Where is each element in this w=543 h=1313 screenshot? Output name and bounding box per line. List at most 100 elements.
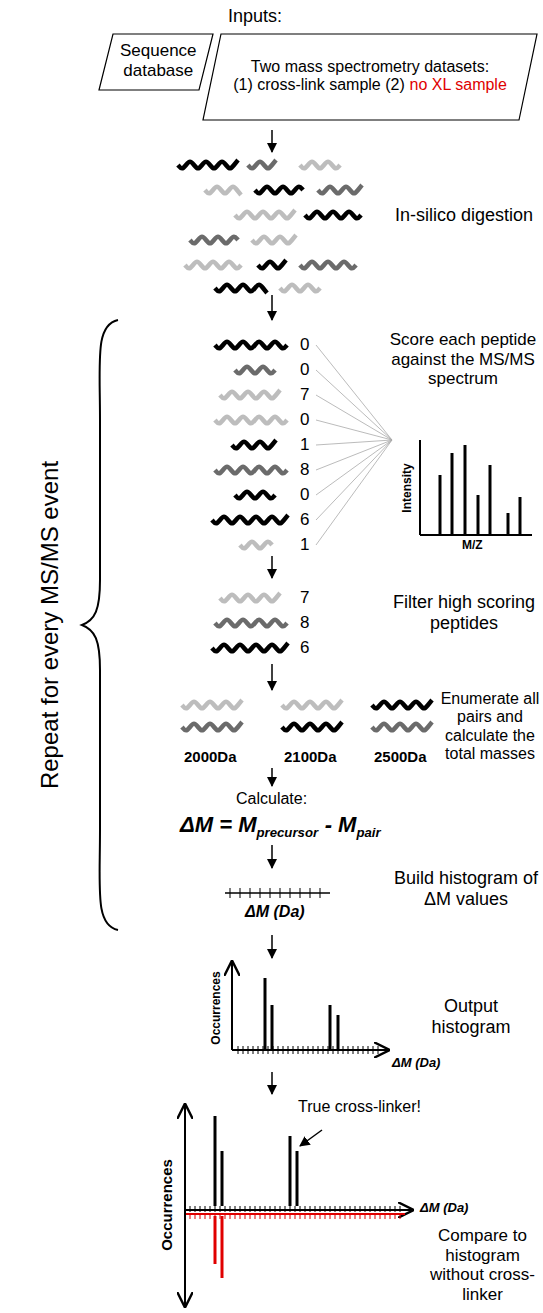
y-axis — [184, 1105, 186, 1210]
step-label: 0 — [300, 360, 309, 380]
axis-tick — [230, 1206, 231, 1212]
score-link — [316, 420, 392, 440]
peptide — [300, 162, 340, 169]
axis-tick — [235, 1206, 236, 1212]
score-link — [316, 440, 392, 470]
peptide — [182, 722, 242, 730]
peptide — [282, 700, 342, 708]
axis-tick — [400, 1206, 401, 1212]
axis-tick — [325, 1206, 326, 1212]
node-text: no XL sample — [410, 76, 507, 94]
flow-arrow — [271, 1072, 273, 1094]
peptide — [318, 185, 362, 193]
axis-tick — [300, 888, 301, 898]
axis-tick — [278, 1046, 279, 1054]
axis-tick — [375, 1206, 376, 1212]
step-label: In-silico digestion — [388, 205, 540, 226]
step-label: 0 — [300, 485, 309, 505]
peptide — [305, 212, 361, 219]
step-label: 0 — [300, 335, 309, 355]
histogram-bar — [221, 1151, 224, 1206]
axis-tick — [373, 1046, 374, 1054]
peptide — [215, 620, 287, 627]
axis-tick — [345, 1206, 346, 1212]
axis-tick — [250, 1206, 251, 1212]
peptide — [282, 722, 342, 730]
peptide — [212, 643, 288, 651]
axis-tick — [315, 1206, 316, 1212]
axis-tick — [305, 1206, 306, 1212]
axis-tick — [285, 1206, 286, 1212]
step-label: 7 — [300, 385, 309, 405]
axis-tick — [368, 1046, 369, 1054]
step-label: Score each peptide against the MS/MS spe… — [386, 330, 540, 389]
axis-tick — [263, 1046, 264, 1054]
axis-tick — [200, 1206, 201, 1212]
step-label: 6 — [300, 510, 309, 530]
axis-tick — [360, 1206, 361, 1212]
step-label: 6 — [300, 638, 309, 658]
step-label: M/Z — [462, 539, 483, 553]
repeat-bracket — [82, 320, 118, 930]
axis-tick — [240, 1206, 241, 1212]
axis-tick — [270, 1206, 271, 1212]
axis-tick — [323, 1046, 324, 1054]
axis-tick — [268, 1046, 269, 1054]
score-link — [316, 440, 392, 495]
peptide — [220, 390, 280, 398]
spectrum-peak — [489, 465, 492, 535]
step-label: 2500Da — [374, 748, 427, 765]
histogram-bar — [337, 1015, 340, 1050]
histogram-axis — [225, 892, 330, 894]
step-label: ΔM (Da) — [245, 903, 305, 921]
histogram-bar — [214, 1116, 217, 1206]
step-label: True cross-linker! — [298, 1098, 421, 1116]
x-axis — [232, 1049, 388, 1051]
axis-tick — [265, 1206, 266, 1212]
text-line: Two mass spectrometry datasets: — [228, 58, 512, 76]
step-label: Calculate: — [236, 790, 307, 808]
axis-tick — [280, 1206, 281, 1212]
peptide — [248, 160, 276, 168]
step-label: 0 — [300, 410, 309, 430]
axis-tick — [253, 1046, 254, 1054]
axis-tick — [230, 888, 231, 898]
axis-tick — [220, 1206, 221, 1212]
flow-arrow — [271, 664, 273, 690]
axis-tick — [313, 1046, 314, 1054]
spectrum-axis — [420, 534, 532, 536]
axis-tick — [195, 1206, 196, 1212]
callout-arrow — [300, 1130, 322, 1146]
axis-tick — [280, 888, 281, 898]
axis-tick — [363, 1046, 364, 1054]
spectrum-axis — [419, 440, 421, 535]
y-axis — [231, 962, 233, 1050]
axis-tick — [310, 1206, 311, 1212]
formula-part: ΔM = M — [180, 812, 257, 837]
axis-tick — [293, 1046, 294, 1054]
axis-tick — [348, 1046, 349, 1054]
peptide — [252, 235, 296, 243]
spectrum-peak — [439, 475, 442, 535]
axis-tick — [380, 1206, 381, 1212]
axis-title: Occurrences — [210, 971, 224, 1044]
control-bar — [214, 1216, 217, 1264]
peptide — [215, 467, 287, 474]
histogram-bar — [329, 1005, 332, 1050]
axis-tick — [320, 888, 321, 898]
axis-tick — [283, 1046, 284, 1054]
axis-tick — [225, 1206, 226, 1212]
score-link — [316, 440, 392, 545]
peptide — [232, 440, 276, 448]
peptide — [258, 260, 286, 268]
control-bar — [221, 1216, 224, 1278]
step-label: Inputs: — [228, 6, 282, 27]
axis-tick — [365, 1206, 366, 1212]
axis-tick — [270, 888, 271, 898]
peptide — [372, 700, 432, 708]
axis-title: Intensity — [401, 463, 415, 512]
axis-tick — [240, 888, 241, 898]
axis-tick — [250, 888, 251, 898]
axis-tick — [255, 1206, 256, 1212]
spectrum-peak — [507, 513, 510, 535]
